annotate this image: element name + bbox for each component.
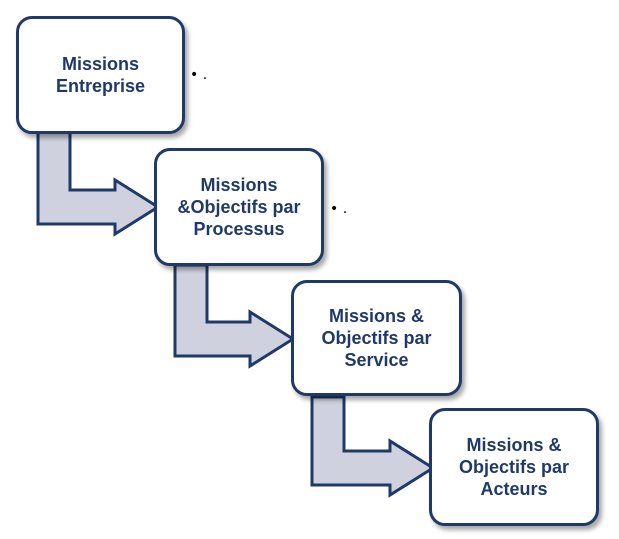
step-label: Missions Entreprise [55, 54, 146, 96]
step-label: Missions & Objectifs par Acteurs [458, 435, 570, 499]
step-label: Missions &Objectifs par Processus [177, 175, 301, 239]
step-box-missions-processus: Missions &Objectifs par Processus [154, 148, 324, 266]
bullet-marks: • . [190, 67, 208, 83]
arrow-service-to-acteurs [310, 395, 436, 498]
arrow-entreprise-to-processus [36, 130, 161, 237]
step-box-missions-service: Missions & Objectifs par Service [291, 280, 462, 396]
step-box-missions-acteurs: Missions & Objectifs par Acteurs [429, 408, 599, 526]
bullet-marks: • . [330, 201, 348, 217]
step-label: Missions & Objectifs par Service [321, 306, 432, 370]
arrow-processus-to-service [173, 263, 296, 369]
step-box-missions-entreprise: Missions Entreprise [16, 16, 185, 134]
